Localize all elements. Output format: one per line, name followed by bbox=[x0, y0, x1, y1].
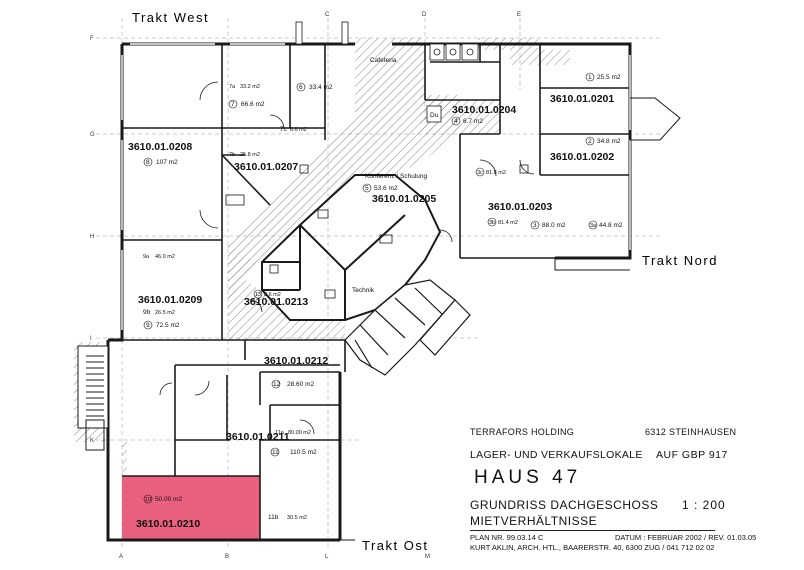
room-area: 81.8 m2 bbox=[486, 170, 506, 176]
room-number: 11b bbox=[268, 514, 279, 521]
room-area: 6.6 m2 bbox=[290, 127, 307, 133]
room-area: 46.0 m2 bbox=[155, 254, 175, 260]
grid-label: B bbox=[225, 554, 229, 560]
room-number: 9b bbox=[143, 309, 151, 316]
room-area: 8.6 m2 bbox=[264, 292, 281, 298]
grid-label: A bbox=[119, 554, 123, 560]
room-label-du: Du bbox=[430, 112, 439, 119]
plan-lease-title: MIETVERHÄLTNISSE bbox=[470, 514, 598, 528]
room-label-conference: Konferenz / Schulung bbox=[365, 173, 428, 180]
sanitary-block bbox=[295, 21, 479, 123]
west-stair bbox=[77, 345, 109, 451]
room-number: 9 bbox=[146, 322, 150, 329]
room-area: 25.8 m2 bbox=[240, 152, 260, 158]
room-number: 7a bbox=[229, 84, 236, 90]
room-number: 5 bbox=[365, 185, 369, 192]
room-area: 34.8 m2 bbox=[597, 138, 621, 145]
unit-id: 3610.01.0205 bbox=[372, 193, 436, 205]
room-number: 1 bbox=[588, 74, 592, 81]
unit-id: 3610.01.0207 bbox=[234, 161, 298, 173]
room-number: 4 bbox=[454, 118, 458, 125]
room-area: 53.6 m2 bbox=[374, 185, 398, 192]
room-number: 11a bbox=[275, 430, 285, 436]
grid-label: G bbox=[90, 132, 95, 138]
room-area: 110.5 m2 bbox=[290, 449, 317, 456]
plan-number: PLAN NR. 99.03.14 C bbox=[470, 533, 544, 542]
room-number: 3c bbox=[477, 170, 483, 176]
wing-label-ost: Trakt Ost bbox=[362, 538, 428, 553]
unit-id: 3610.01.0211 bbox=[226, 431, 290, 443]
grid-label: E bbox=[517, 12, 521, 18]
grid-label: D bbox=[422, 12, 427, 18]
room-area: 33.2 m2 bbox=[240, 84, 260, 90]
grid-label: L bbox=[325, 554, 329, 560]
company-name: TERRAFORS HOLDING bbox=[470, 427, 575, 437]
unit-highlight-0210 bbox=[122, 476, 260, 540]
room-area: 28.60 m2 bbox=[287, 381, 314, 388]
unit-id: 3610.01.0212 bbox=[264, 355, 328, 367]
room-number: 10 bbox=[145, 497, 151, 503]
unit-id: 3610.01.0213 bbox=[244, 296, 308, 308]
room-area: 80.00 m2 bbox=[288, 430, 311, 436]
window-marks bbox=[121, 43, 631, 330]
room-area: 6.7 m2 bbox=[463, 118, 483, 125]
wing-label-nord: Trakt Nord bbox=[642, 253, 718, 268]
room-area: 81.4 m2 bbox=[498, 220, 518, 226]
room-area: 88.0 m2 bbox=[542, 222, 566, 229]
room-area: 72.5 m2 bbox=[156, 322, 180, 329]
furniture bbox=[225, 164, 529, 299]
room-number: 6 bbox=[299, 84, 303, 91]
room-number: 13 bbox=[255, 292, 261, 298]
room-area: 26.5 m2 bbox=[155, 310, 175, 316]
room-label-technik: Technik bbox=[352, 287, 375, 294]
plot-number: AUF GBP 917 bbox=[656, 449, 728, 461]
company-location: 6312 STEINHAUSEN bbox=[645, 427, 737, 437]
title-divider bbox=[470, 530, 715, 531]
room-area: 107 m2 bbox=[156, 159, 178, 166]
door-swings bbox=[159, 81, 535, 435]
unit-id: 3610.01.0203 bbox=[488, 201, 552, 213]
title-block: TERRAFORS HOLDING 6312 STEINHAUSEN LAGER… bbox=[470, 425, 790, 565]
unit-id: 3610.01.0208 bbox=[128, 141, 192, 153]
room-number: 7b bbox=[229, 152, 235, 158]
room-number: 11 bbox=[272, 449, 279, 456]
unit-id: 3610.01.0204 bbox=[452, 104, 516, 116]
unit-id: 3610.01.0202 bbox=[550, 151, 614, 163]
room-number: 3 bbox=[533, 222, 537, 229]
room-area: 30.5 m2 bbox=[287, 515, 307, 521]
room-number: 12 bbox=[273, 381, 281, 388]
room-label-cafeteria: Cafeteria bbox=[370, 57, 397, 64]
room-area: 50.00 m2 bbox=[155, 496, 182, 503]
room-number: 7 bbox=[231, 101, 235, 108]
stair-ramp bbox=[344, 279, 471, 376]
inner-walls bbox=[122, 44, 630, 540]
room-number: 9a bbox=[143, 254, 150, 260]
room-area: 44.8 m2 bbox=[599, 222, 623, 229]
plan-date: DATUM : FEBRUAR 2002 / REV. 01.03.05 bbox=[615, 533, 757, 542]
room-number: 7c bbox=[280, 126, 288, 133]
grid-label: C bbox=[325, 12, 330, 18]
room-number: 3b bbox=[489, 220, 495, 226]
room-number: 8 bbox=[146, 159, 150, 166]
room-area: 66.6 m2 bbox=[241, 101, 265, 108]
grid-label: M bbox=[425, 554, 430, 560]
grid-label: F bbox=[90, 36, 94, 42]
project-subtitle: LAGER- UND VERKAUFSLOKALE bbox=[470, 449, 643, 461]
wing-label-west: Trakt West bbox=[132, 10, 209, 25]
unit-id: 3610.01.0210 bbox=[136, 518, 200, 530]
plan-type: GRUNDRISS DACHGESCHOSS bbox=[470, 498, 659, 512]
plan-author: KURT AKLIN, ARCH. HTL., BAARERSTR. 40, 6… bbox=[470, 543, 715, 552]
grid-label: H bbox=[90, 234, 94, 240]
room-area: 25.5 m2 bbox=[597, 74, 621, 81]
house-title: HAUS 47 bbox=[474, 467, 582, 488]
grid-label: I bbox=[90, 336, 92, 342]
room-number: 2 bbox=[588, 138, 592, 145]
room-number: 3a bbox=[590, 223, 597, 229]
room-area: 33.4 m2 bbox=[309, 84, 333, 91]
external-projections bbox=[340, 97, 681, 541]
plan-scale: 1 : 200 bbox=[682, 498, 726, 512]
unit-id: 3610.01.0201 bbox=[550, 93, 614, 105]
unit-id: 3610.01.0209 bbox=[138, 294, 202, 306]
